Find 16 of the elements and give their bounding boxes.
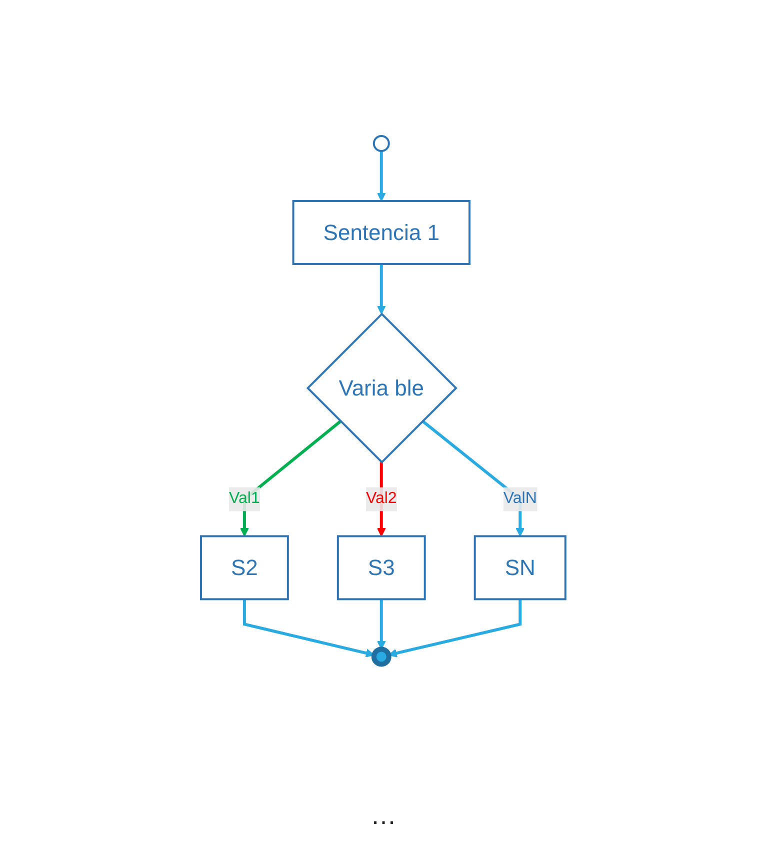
arrow bbox=[388, 599, 522, 658]
ellipsis-text: … bbox=[370, 800, 396, 830]
arrow bbox=[377, 599, 386, 650]
node-box: SN bbox=[474, 535, 567, 600]
edge-label: ValN bbox=[504, 490, 538, 508]
node-circle bbox=[372, 646, 392, 667]
edge-label: Val1 bbox=[229, 490, 260, 508]
arrow bbox=[377, 150, 386, 202]
node-box: S3 bbox=[337, 535, 426, 600]
edge-label: Val2 bbox=[366, 490, 398, 508]
node-diamond: Varia ble bbox=[306, 312, 458, 464]
arrow bbox=[243, 599, 375, 658]
node-circle bbox=[373, 134, 390, 152]
node-box: Sentencia 1 bbox=[292, 200, 471, 265]
arrow bbox=[377, 264, 386, 314]
node-box: S2 bbox=[200, 535, 290, 600]
